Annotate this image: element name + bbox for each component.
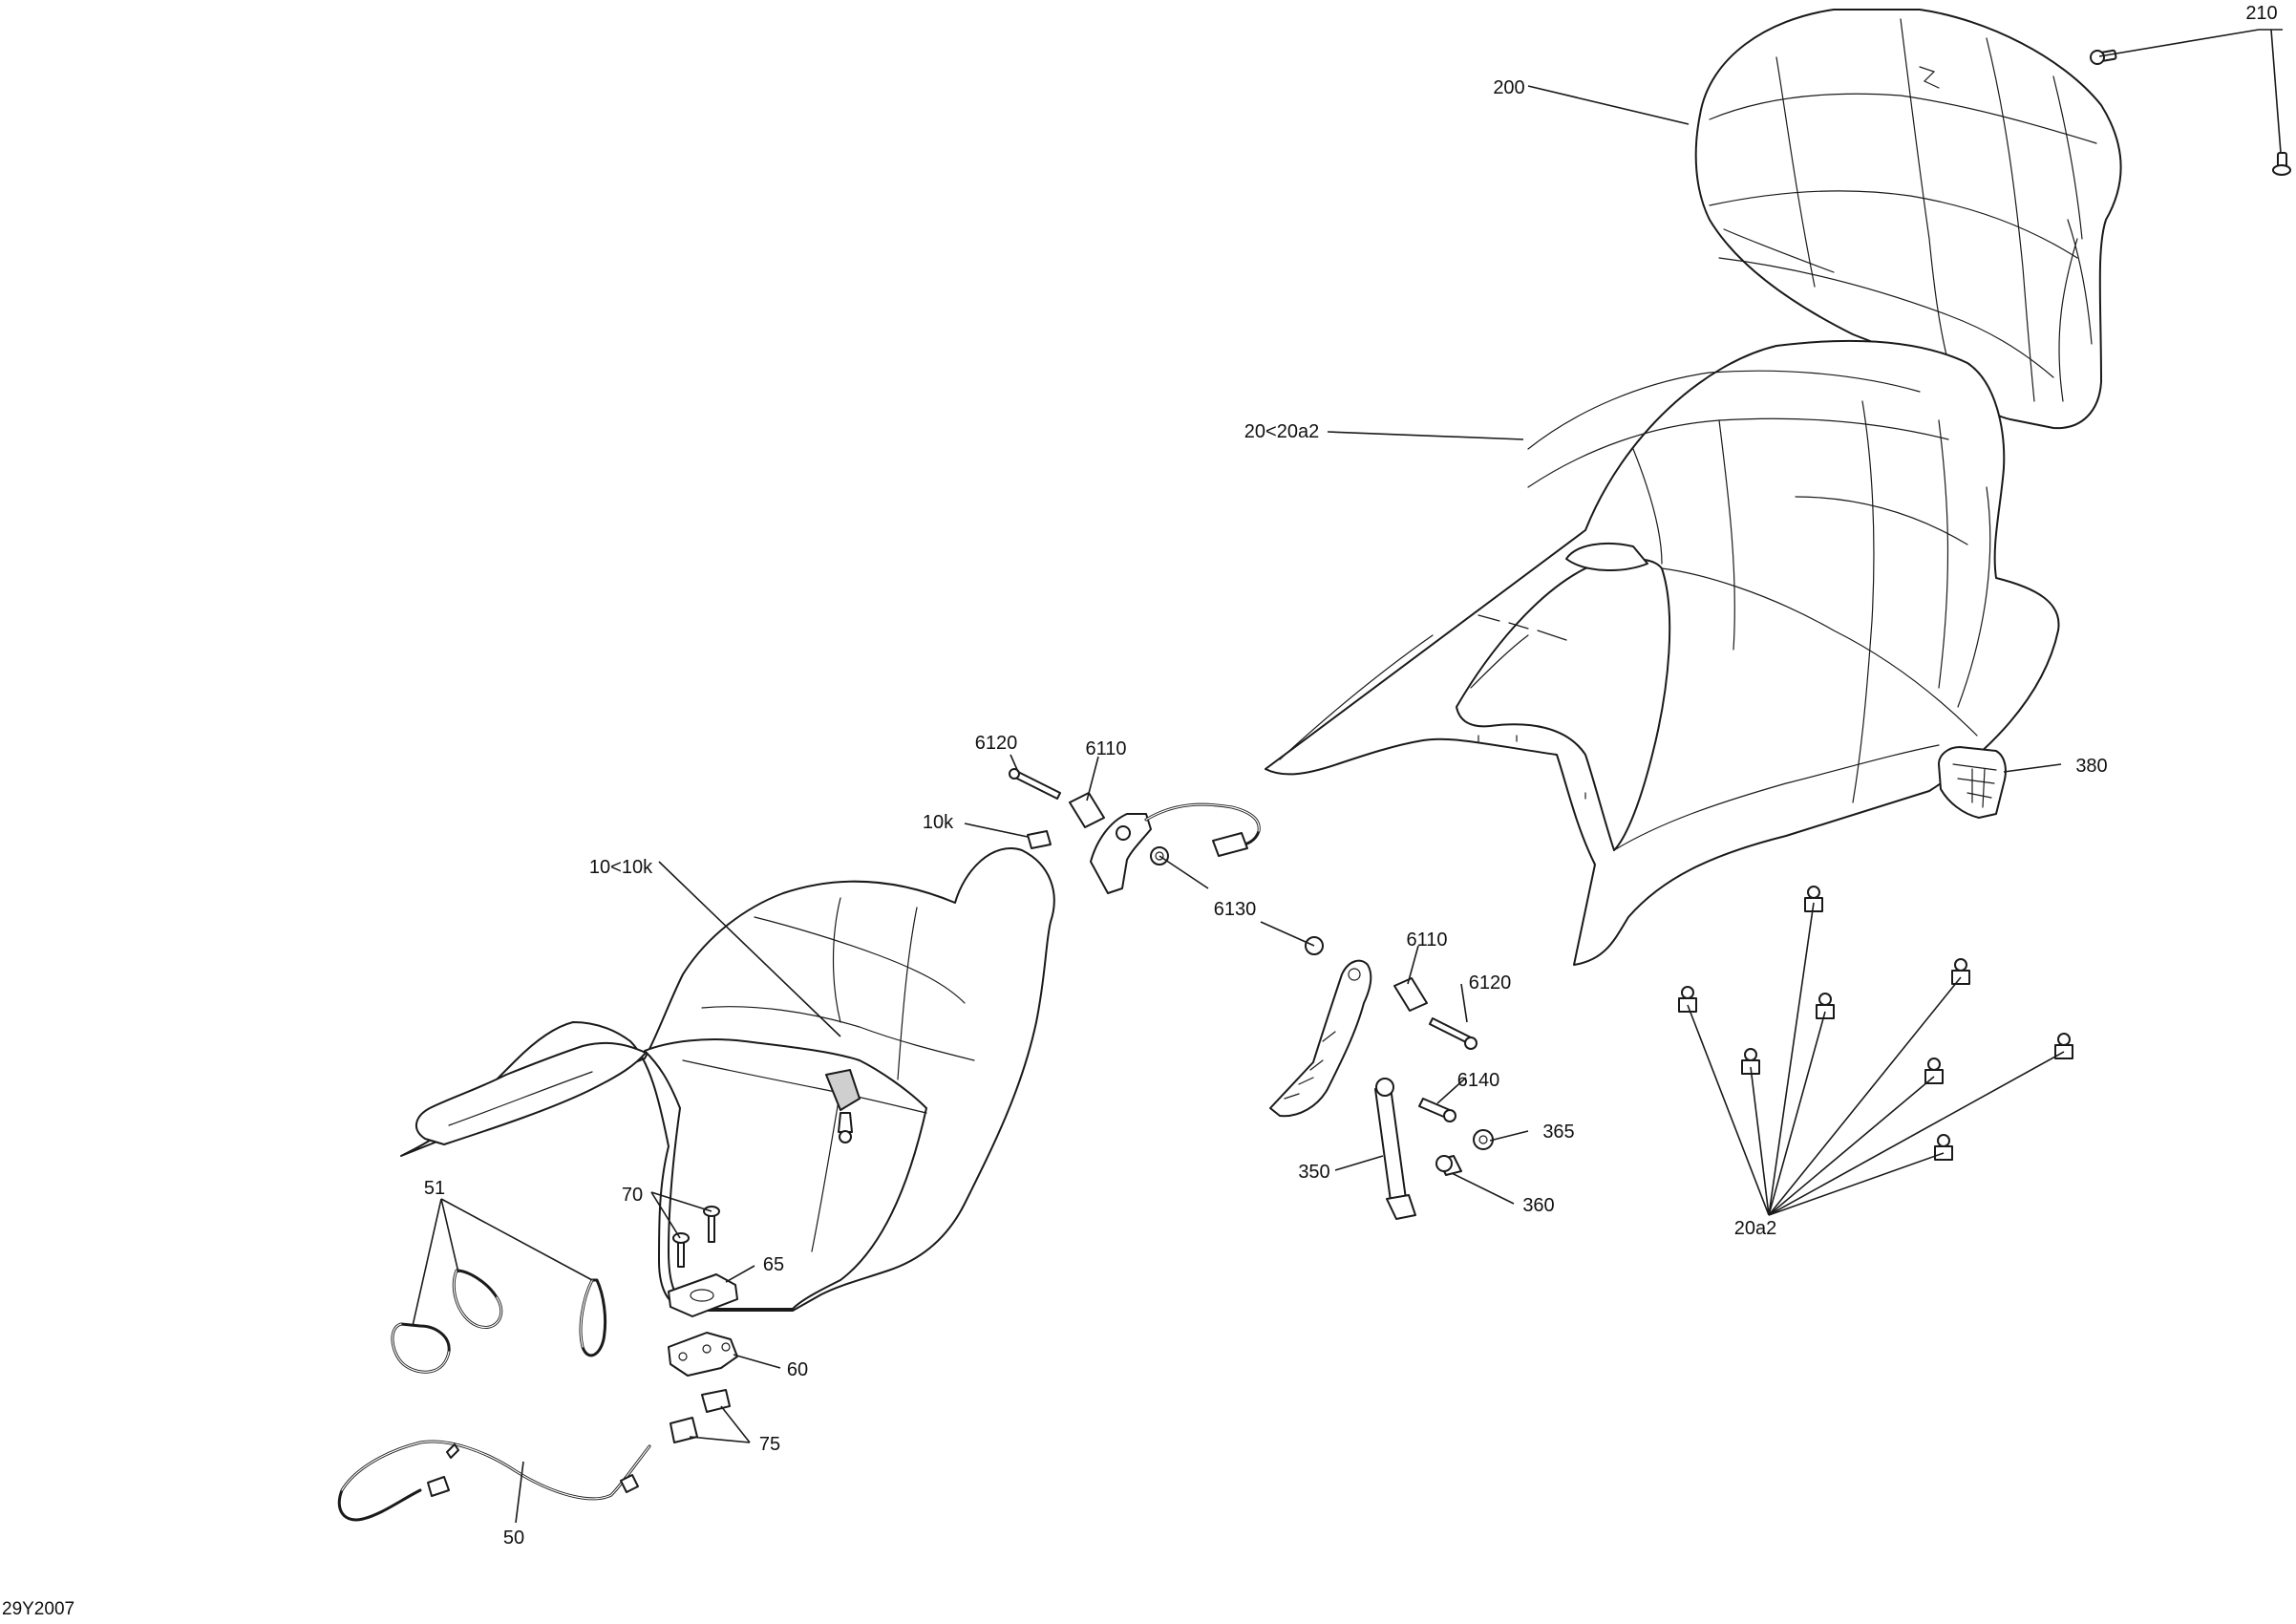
- release-cable-50: [337, 1440, 651, 1522]
- reference-number: 29Y2007: [2, 1599, 74, 1619]
- bumper: [1678, 986, 1697, 1013]
- callout-60: 60: [787, 1359, 808, 1380]
- ball-stud-360: [1435, 1155, 1462, 1176]
- component-380: [1938, 746, 2007, 819]
- sleeve-6110-right: [1393, 977, 1428, 1012]
- gas-strut-350: [1374, 1078, 1416, 1220]
- hinge-bracket: [1090, 802, 1261, 894]
- callout-6140: 6140: [1457, 1070, 1500, 1091]
- callout-20: 20<20a2: [1244, 421, 1319, 442]
- callout-200: 200: [1493, 77, 1524, 98]
- sleeve-6110-top: [1069, 792, 1105, 828]
- callout-6120-right: 6120: [1469, 972, 1512, 994]
- callout-380: 380: [2075, 756, 2107, 777]
- callout-6120-top: 6120: [975, 733, 1018, 754]
- callout-10: 10<10k: [589, 857, 653, 878]
- callout-51: 51: [424, 1178, 445, 1199]
- clips-75: [670, 1389, 731, 1443]
- callout-6130: 6130: [1214, 899, 1257, 920]
- bumper: [1924, 1058, 1944, 1084]
- callout-65: 65: [763, 1254, 784, 1275]
- leader-lines: [412, 29, 2283, 1524]
- latch-60: [668, 1332, 738, 1377]
- front-seat-10: [400, 847, 1055, 1312]
- bumper: [2054, 1033, 2073, 1059]
- callout-10k: 10k: [923, 812, 954, 833]
- connector: [1212, 832, 1248, 857]
- callout-75: 75: [759, 1434, 780, 1455]
- backrest-200: [1694, 9, 2122, 430]
- screw-210-top: [2090, 49, 2117, 65]
- bumper: [1934, 1134, 1953, 1161]
- callout-350: 350: [1298, 1162, 1329, 1183]
- bumper: [1816, 993, 1835, 1019]
- callout-360: 360: [1522, 1195, 1554, 1216]
- nut-365: [1473, 1129, 1494, 1150]
- callout-6110-top: 6110: [1085, 738, 1126, 759]
- straps-51: [391, 1269, 607, 1374]
- pin-6120-top: [1009, 768, 1061, 800]
- callout-210: 210: [2245, 3, 2277, 24]
- callouts: 210 200 20<20a2 380 6120 6110 10k 10<10k…: [424, 3, 2278, 1549]
- clip-10k: [1027, 830, 1052, 849]
- bolt-6140: [1418, 1098, 1456, 1122]
- callout-6110-right: 6110: [1406, 930, 1447, 951]
- seat-bracket: [1269, 959, 1372, 1118]
- callout-70: 70: [622, 1185, 643, 1206]
- latch-housing-65: [668, 1273, 738, 1317]
- rear-seat-20: [1265, 339, 2060, 966]
- bumper: [1951, 958, 1970, 985]
- bumpers-20a2: [1678, 886, 2073, 1161]
- callout-365: 365: [1542, 1122, 1574, 1143]
- callout-20a2: 20a2: [1734, 1218, 1777, 1239]
- callout-50: 50: [503, 1528, 524, 1549]
- bolts-70: [672, 1206, 720, 1268]
- screw-210-bottom: [2272, 152, 2291, 176]
- bumper: [1741, 1048, 1760, 1075]
- pin-6120-right: [1429, 1017, 1478, 1050]
